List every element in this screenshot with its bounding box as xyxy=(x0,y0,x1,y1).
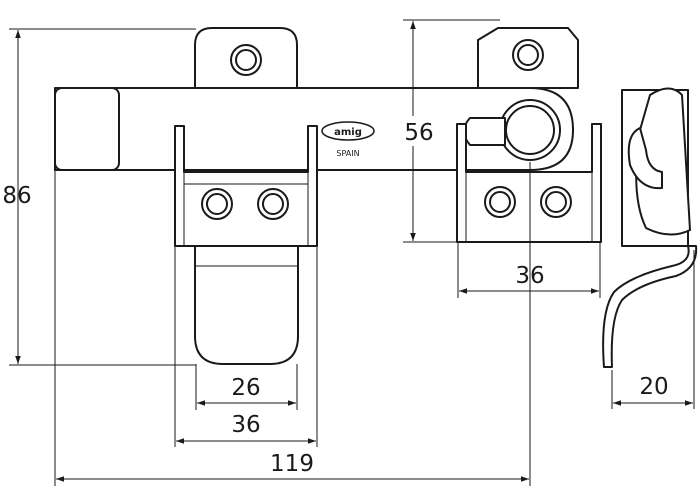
hasp-screw-right-inner xyxy=(262,193,284,215)
dim-119-label: 119 xyxy=(270,451,314,477)
brand-logo: amig SPAIN xyxy=(321,121,375,158)
catch-tongue xyxy=(463,117,506,146)
brand-logo-oval xyxy=(321,121,375,141)
dim-26-label: 26 xyxy=(231,375,260,401)
dim-86-label: 86 xyxy=(2,183,31,209)
dim-36h-label: 36 xyxy=(231,412,260,438)
brand-origin-text: SPAIN xyxy=(336,149,359,158)
bracket-screw-right-inner xyxy=(545,191,567,213)
dim-20-label: 20 xyxy=(639,374,668,400)
right-plate-screw-inner xyxy=(517,44,539,66)
bracket-screw-left-inner xyxy=(489,191,511,213)
brand-logo-text: amig xyxy=(334,127,362,138)
left-plate-screw-inner xyxy=(235,49,257,71)
side-view xyxy=(602,87,698,368)
side-curl xyxy=(627,127,663,190)
side-hook xyxy=(602,245,698,368)
dim-56-label: 56 xyxy=(404,120,433,146)
dim-56-label-bg xyxy=(402,116,434,146)
hasp-screw-left-inner xyxy=(206,193,228,215)
bar-handle-end xyxy=(54,87,120,171)
pivot-inner xyxy=(505,105,555,155)
dimensions: 86 56 36 26 36 119 20 xyxy=(2,19,695,486)
hasp-tongue xyxy=(194,241,299,365)
front-view: amig SPAIN xyxy=(54,27,602,365)
